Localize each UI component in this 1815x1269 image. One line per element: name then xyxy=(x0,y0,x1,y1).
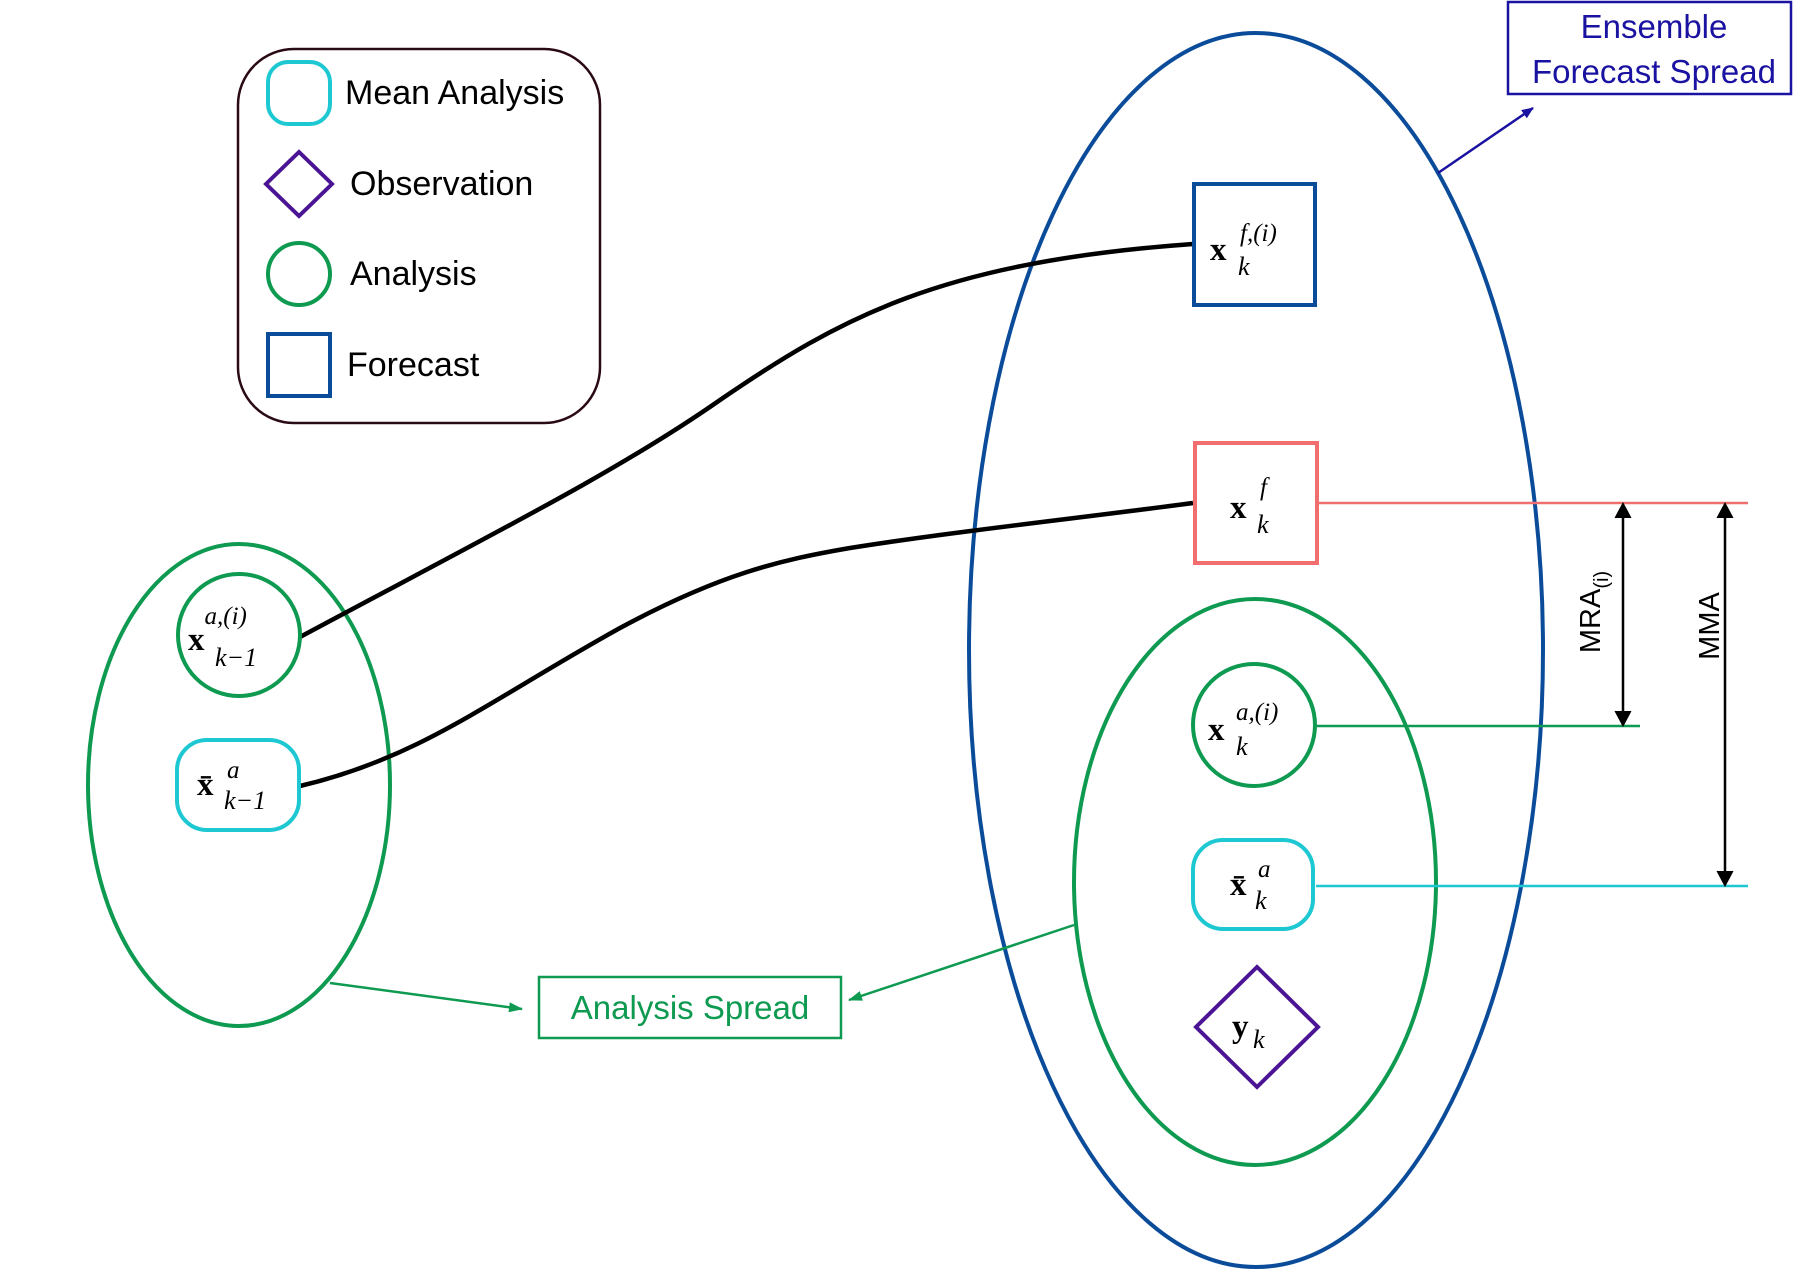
prior-mean-analysis-node: x̄ a k−1 xyxy=(175,738,301,832)
svg-text:xa,(i): xa,(i) xyxy=(188,603,247,658)
member-forecast-node: x f,(i) k xyxy=(1192,182,1317,307)
forecast-legend-icon xyxy=(266,332,332,398)
observation-node: y k xyxy=(1193,964,1321,1090)
ensemble-callout-line1: Ensemble xyxy=(1581,8,1728,45)
analysis-spread-arrow-left xyxy=(329,981,523,1013)
svg-text:a: a xyxy=(1258,856,1271,883)
svg-text:k: k xyxy=(1257,510,1269,539)
ensemble-callout-line2: Forecast Spread xyxy=(1532,53,1776,90)
prior-member-analysis-node: xa,(i) k−1 xyxy=(176,572,302,698)
ensemble-callout-arrow xyxy=(1437,106,1534,175)
svg-text:x: x xyxy=(1230,490,1247,526)
analysis-spread-label: Analysis Spread xyxy=(571,989,809,1026)
svg-text:y: y xyxy=(1232,1009,1249,1045)
ensemble-forecast-spread-ellipse xyxy=(967,31,1545,1269)
analysis-spread-callout: Analysis Spread xyxy=(537,975,843,1040)
svg-text:k−1: k−1 xyxy=(224,786,266,815)
mean-analysis-node: x̄ a k xyxy=(1191,838,1315,931)
mean-analysis-legend-icon xyxy=(266,60,332,126)
member-analysis-node: x a,(i) k xyxy=(1191,662,1317,788)
mra-label: MRA(i) xyxy=(1575,571,1613,653)
mean-forecast-node: x f k xyxy=(1193,441,1319,565)
legend-label-observation: Observation xyxy=(350,165,533,203)
ensemble-forecast-spread-callout: Ensemble Forecast Spread xyxy=(1506,0,1793,96)
svg-text:k−1: k−1 xyxy=(215,643,257,672)
legend-box xyxy=(236,47,602,425)
svg-text:k: k xyxy=(1238,252,1250,281)
svg-text:f: f xyxy=(1260,474,1270,501)
member-forecast-link xyxy=(298,241,1194,639)
svg-text:k: k xyxy=(1236,732,1248,761)
observation-legend-icon xyxy=(263,149,335,219)
svg-text:x̄: x̄ xyxy=(197,767,214,803)
mra-measure: MRA(i) xyxy=(1575,501,1632,728)
analysis-legend-icon xyxy=(266,241,332,307)
legend: Mean Analysis Observation Analysis Forec… xyxy=(236,47,602,425)
current-analysis-spread-ellipse xyxy=(1072,597,1438,1167)
legend-label-forecast: Forecast xyxy=(347,346,480,384)
legend-label-analysis: Analysis xyxy=(350,255,477,293)
mma-measure: MMA xyxy=(1694,501,1734,888)
svg-text:a: a xyxy=(227,757,240,784)
svg-text:x̄: x̄ xyxy=(1230,867,1247,903)
svg-text:a,(i): a,(i) xyxy=(1236,699,1278,726)
svg-text:f,(i): f,(i) xyxy=(1240,220,1277,247)
svg-text:k: k xyxy=(1253,1025,1265,1054)
mma-label: MMA xyxy=(1694,592,1726,660)
mean-forecast-link xyxy=(299,500,1194,789)
svg-text:x: x xyxy=(1210,232,1227,268)
svg-text:x: x xyxy=(1208,712,1225,748)
analysis-spread-arrow-right xyxy=(848,923,1075,1002)
legend-label-mean-analysis: Mean Analysis xyxy=(345,74,564,112)
prior-analysis-spread-ellipse xyxy=(86,542,392,1028)
svg-text:k: k xyxy=(1255,886,1267,915)
